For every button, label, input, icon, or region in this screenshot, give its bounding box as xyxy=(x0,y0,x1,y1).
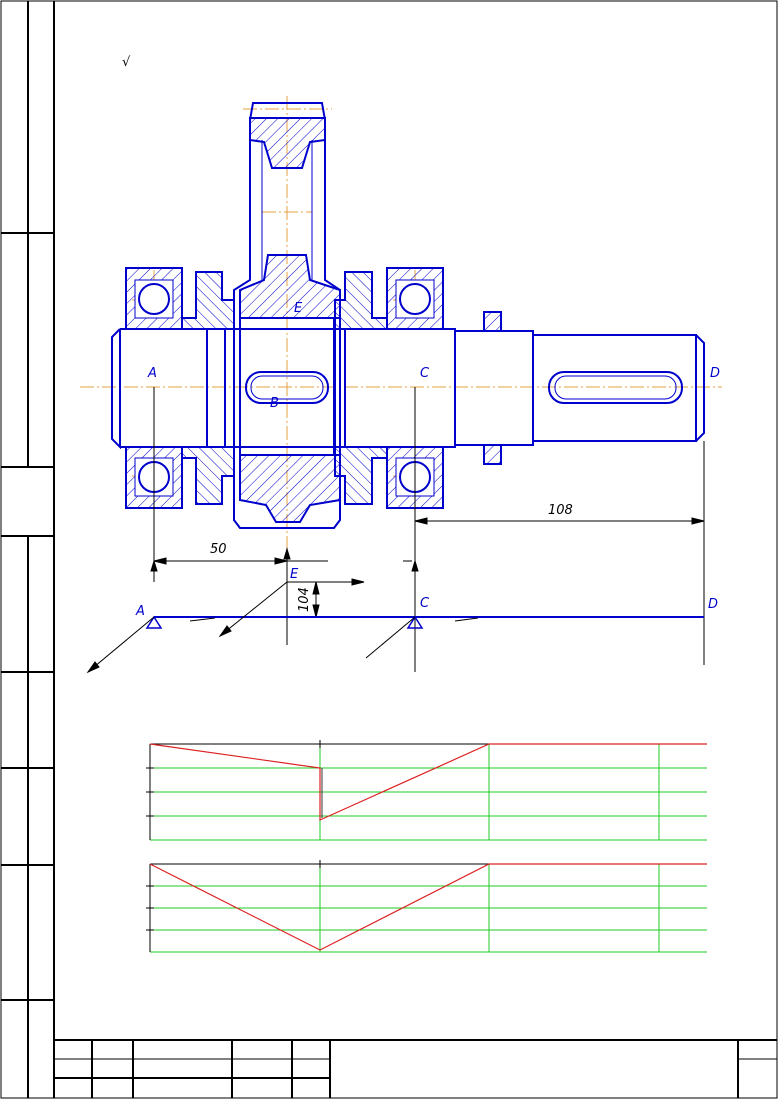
dimension-108: 108 xyxy=(414,503,705,525)
spacer-rings xyxy=(181,271,388,505)
point-label-a: A xyxy=(147,366,157,381)
diagram-1-grid xyxy=(150,744,707,841)
force-arrows xyxy=(86,547,479,674)
point-label-d: D xyxy=(710,366,720,381)
diagram-2-axes xyxy=(146,860,489,952)
title-block xyxy=(54,1039,777,1098)
seal-bottom xyxy=(483,444,502,465)
seal-top xyxy=(483,311,502,332)
scheme-label-e: E xyxy=(290,567,299,582)
gear xyxy=(233,102,341,529)
diagram-2-curve xyxy=(149,863,707,951)
diagram-1-curve xyxy=(149,743,707,821)
support-c xyxy=(406,615,424,629)
extension-lines xyxy=(153,387,705,672)
scheme-label-d: D xyxy=(708,597,718,612)
point-label-c: C xyxy=(420,366,430,381)
support-a xyxy=(145,615,163,629)
point-label-e: E xyxy=(294,301,303,316)
scheme-label-a: A xyxy=(135,604,145,619)
bearing-a-top xyxy=(125,267,183,330)
dimension-104: 104 xyxy=(297,581,320,618)
dimension-label-108: 108 xyxy=(548,503,573,518)
surface-finish-symbol: √ xyxy=(122,55,131,70)
shaft xyxy=(111,328,705,450)
diagram-1-axes xyxy=(146,740,489,840)
dimension-label-104: 104 xyxy=(297,587,312,612)
point-label-b: B xyxy=(270,396,279,411)
dimension-50: 50 xyxy=(153,542,328,565)
scheme-label-c: C xyxy=(420,596,430,611)
diagram-2-grid xyxy=(150,864,707,953)
bearing-c-top xyxy=(386,267,444,330)
dimension-label-50: 50 xyxy=(210,542,227,557)
